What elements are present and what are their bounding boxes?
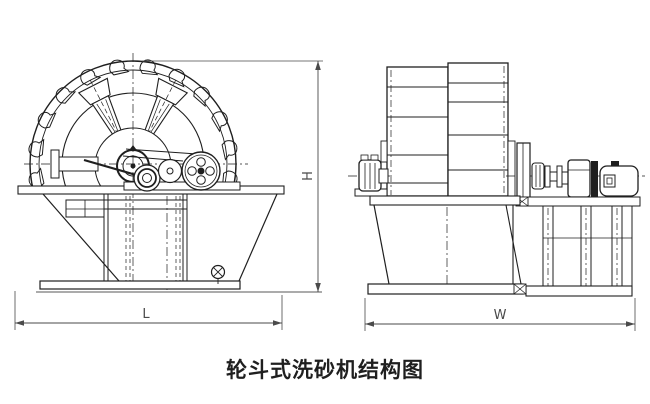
input-shaft	[561, 171, 569, 185]
bearing-right	[531, 162, 545, 190]
bearing-left	[354, 154, 389, 197]
diagram-title: 轮斗式洗砂机结构图	[226, 358, 424, 382]
tank-inner-posts	[103, 194, 188, 281]
side-drive-train	[516, 142, 639, 201]
gearbox	[567, 159, 591, 198]
wheel-spoke-right	[142, 77, 189, 141]
dim-width-label: W	[494, 308, 507, 323]
drain-valve	[210, 264, 226, 284]
front-view: L H	[5, 53, 335, 336]
dim-length-label: L	[142, 307, 150, 322]
dim-height-label: H	[301, 171, 316, 181]
motor	[599, 161, 639, 197]
frame-base-rail	[525, 285, 633, 297]
tank-hidden-lines	[125, 196, 181, 281]
drive-assembly	[50, 148, 241, 192]
wheel-shaft	[50, 149, 99, 179]
dim-width: W	[364, 298, 636, 331]
dim-height: H	[142, 60, 323, 292]
tank-mask	[5, 186, 335, 336]
wheel-drum	[380, 62, 516, 201]
pulley-small	[133, 164, 161, 192]
support-frame	[515, 196, 641, 297]
feed-box	[65, 199, 105, 218]
wheel-spoke-left	[77, 77, 124, 141]
side-view: W	[348, 62, 645, 331]
pulley-idler	[157, 158, 183, 184]
side-tank	[367, 195, 527, 295]
anchor-block-bottom	[513, 283, 527, 295]
motor-terminal-box	[603, 174, 616, 188]
pulley-main	[181, 151, 221, 191]
side-pulley	[516, 142, 531, 201]
dim-length: L	[14, 291, 283, 330]
drive-base-plate	[123, 181, 241, 191]
motor-pulley	[591, 161, 598, 197]
coupling	[544, 165, 563, 188]
